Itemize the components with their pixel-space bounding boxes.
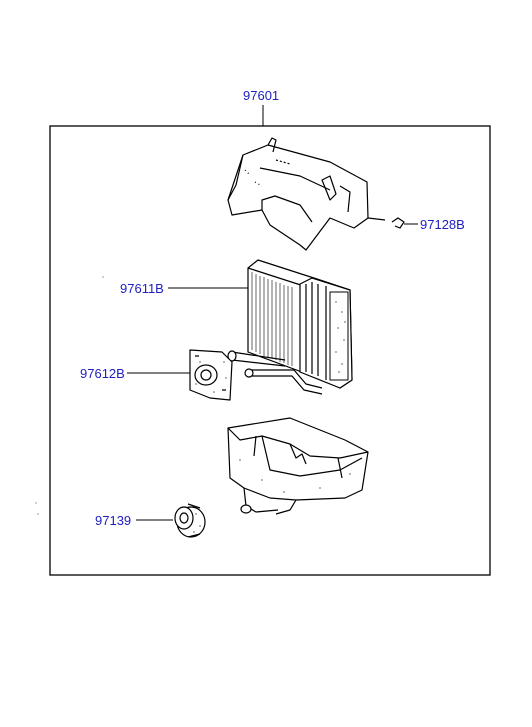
evaporator-core-callout[interactable]: 97611B [120, 281, 164, 296]
grommet-callout[interactable]: 97139 [95, 513, 131, 528]
upper-case-part [228, 138, 385, 250]
evaporator-core-part [228, 260, 352, 394]
clip-part [391, 217, 405, 229]
case-upper-callout[interactable]: 97128B [420, 217, 465, 232]
assembly-part-number[interactable]: 97601 [243, 88, 279, 103]
expansion-valve-part [190, 350, 232, 400]
lower-case-part [228, 418, 368, 514]
grommet-part [175, 504, 205, 537]
scan-specks [35, 276, 104, 515]
expansion-valve-callout[interactable]: 97612B [80, 366, 125, 381]
assembly-frame [49, 125, 491, 576]
